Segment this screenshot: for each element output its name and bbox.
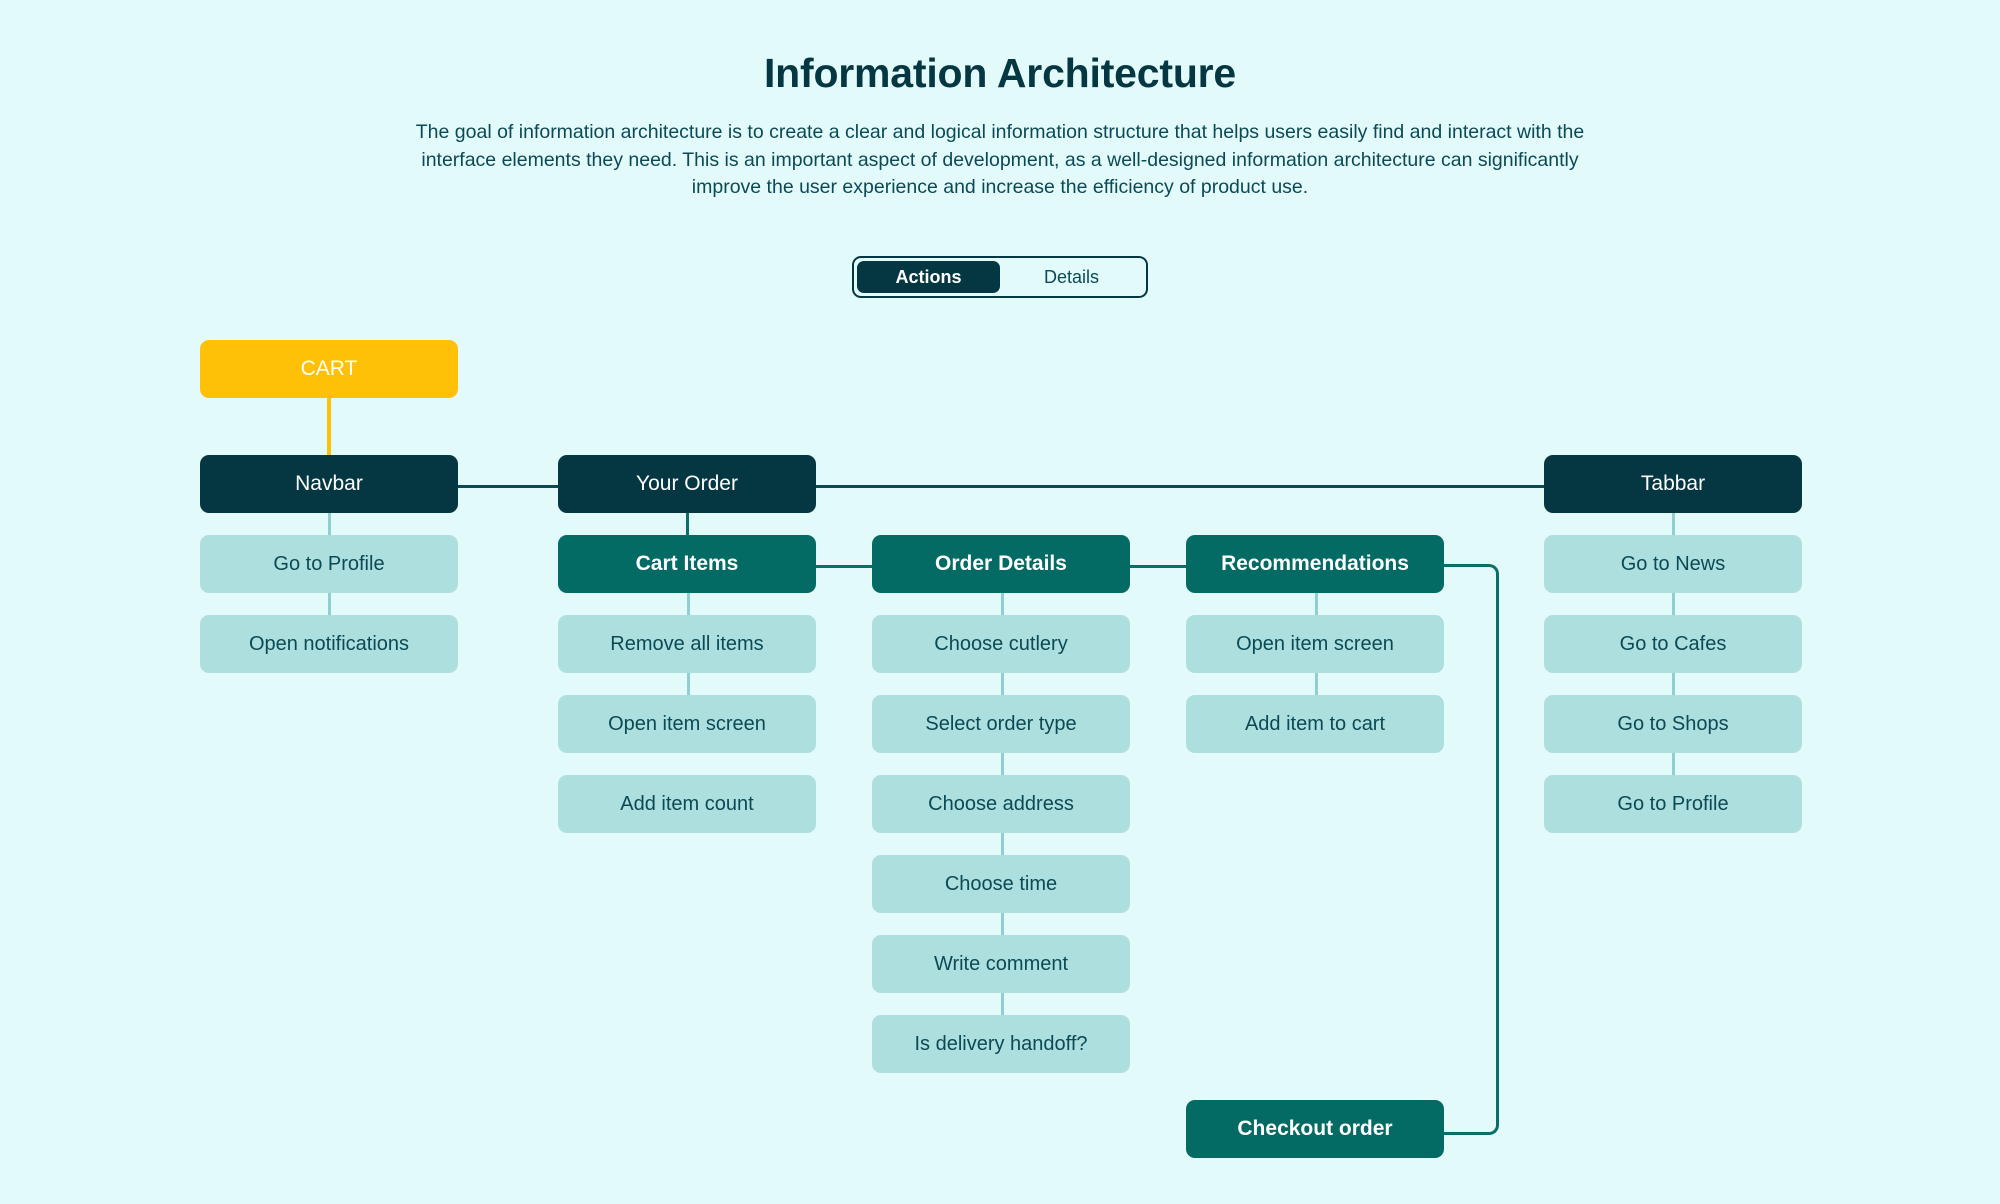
node-order-details-label: Order Details [935, 551, 1067, 575]
node-cart-items-leaf-0-label: Remove all items [610, 632, 764, 655]
connector-recommendations-to-checkout [1443, 564, 1499, 1135]
node-cart-items-leaf-1-label: Open item screen [608, 712, 766, 735]
node-tabbar-leaf-0-label: Go to News [1620, 552, 1726, 575]
node-order-details-leaf-4[interactable]: Write comment [872, 935, 1130, 993]
view-mode-toggle[interactable]: Actions Details [852, 256, 1148, 298]
node-recommendations[interactable]: Recommendations [1186, 535, 1444, 593]
node-order-details-leaf-0-label: Choose cutlery [934, 632, 1068, 655]
node-recommendations-label: Recommendations [1221, 551, 1409, 575]
node-your-order[interactable]: Your Order [558, 455, 816, 513]
node-cart-items-leaf-1[interactable]: Open item screen [558, 695, 816, 753]
node-navbar-leaf-1-label: Open notifications [248, 632, 410, 655]
node-tabbar-leaf-0[interactable]: Go to News [1544, 535, 1802, 593]
node-order-details-leaf-3[interactable]: Choose time [872, 855, 1130, 913]
node-recommendations-leaf-1-label: Add item to cart [1244, 712, 1386, 735]
node-order-details-leaf-2-label: Choose address [928, 792, 1074, 815]
node-recommendations-leaf-1[interactable]: Add item to cart [1186, 695, 1444, 753]
node-recommendations-leaf-0[interactable]: Open item screen [1186, 615, 1444, 673]
node-order-details-leaf-4-label: Write comment [933, 952, 1069, 975]
node-recommendations-leaf-0-label: Open item screen [1236, 632, 1394, 655]
connector-cart-to-navbar [327, 398, 331, 458]
node-order-details[interactable]: Order Details [872, 535, 1130, 593]
node-tabbar-leaf-3[interactable]: Go to Profile [1544, 775, 1802, 833]
node-cart-label: CART [300, 356, 358, 380]
connector-section-row [455, 485, 1545, 488]
node-cart-items-leaf-2-label: Add item count [620, 792, 754, 815]
node-cart-items[interactable]: Cart Items [558, 535, 816, 593]
node-cart-items-leaf-0[interactable]: Remove all items [558, 615, 816, 673]
node-navbar-label: Navbar [295, 471, 363, 495]
node-cart-items-label: Cart Items [635, 551, 739, 575]
node-tabbar-leaf-2[interactable]: Go to Shops [1544, 695, 1802, 753]
tab-details[interactable]: Details [1043, 266, 1100, 287]
node-order-details-leaf-1-label: Select order type [925, 712, 1077, 735]
node-tabbar-leaf-3-label: Go to Profile [1617, 792, 1729, 815]
node-checkout-order[interactable]: Checkout order [1186, 1100, 1444, 1158]
node-cart-items-leaf-2[interactable]: Add item count [558, 775, 816, 833]
node-navbar-leaf-0-label: Go to Profile [273, 552, 385, 575]
node-order-details-leaf-2[interactable]: Choose address [872, 775, 1130, 833]
node-tabbar-leaf-2-label: Go to Shops [1617, 712, 1729, 735]
node-order-details-leaf-0[interactable]: Choose cutlery [872, 615, 1130, 673]
node-order-details-leaf-5-label: Is delivery handoff? [914, 1032, 1088, 1055]
page-description: The goal of information architecture is … [415, 121, 1585, 199]
node-order-details-leaf-1[interactable]: Select order type [872, 695, 1130, 753]
page-header: Information Architecture The goal of inf… [0, 0, 2000, 202]
node-order-details-leaf-5[interactable]: Is delivery handoff? [872, 1015, 1130, 1073]
node-checkout-order-label: Checkout order [1237, 1116, 1393, 1140]
node-tabbar-leaf-1[interactable]: Go to Cafes [1544, 615, 1802, 673]
node-navbar[interactable]: Navbar [200, 455, 458, 513]
node-tabbar-label: Tabbar [1640, 471, 1706, 495]
page-title: Information Architecture [763, 50, 1237, 96]
node-navbar-leaf-1[interactable]: Open notifications [200, 615, 458, 673]
node-order-details-leaf-3-label: Choose time [944, 872, 1058, 895]
node-tabbar[interactable]: Tabbar [1544, 455, 1802, 513]
node-navbar-leaf-0[interactable]: Go to Profile [200, 535, 458, 593]
tab-actions[interactable]: Actions [857, 261, 1000, 293]
node-tabbar-leaf-1-label: Go to Cafes [1619, 632, 1727, 655]
node-cart[interactable]: CART [200, 340, 458, 398]
node-your-order-label: Your Order [636, 471, 738, 495]
connector-yourorder-to-cartitems [686, 512, 689, 542]
